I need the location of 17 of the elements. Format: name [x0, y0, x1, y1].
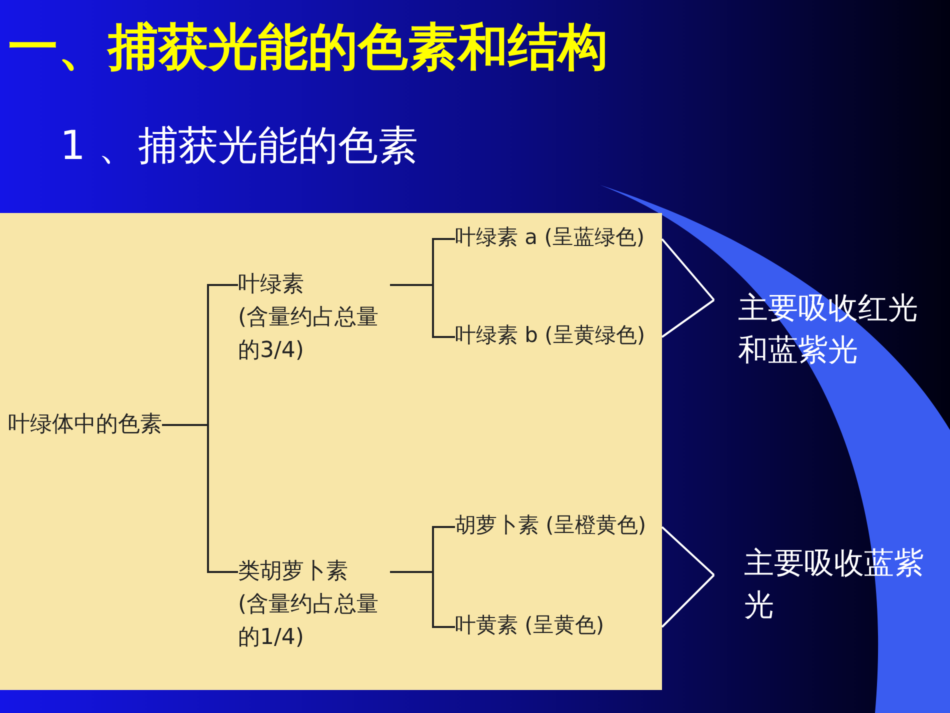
pigment-label: 叶绿素 b (呈黄绿色) [455, 322, 646, 349]
section-heading: 1 、捕获光能的色素 [60, 122, 418, 171]
pigment-label: 类胡萝卜素 [238, 558, 348, 586]
pigment-label: 叶绿素 [238, 271, 304, 299]
pigment-label: 叶绿体中的色素 [8, 411, 162, 439]
content-note: (含量约占总量的1/4) [238, 591, 380, 652]
pigment-label: 胡萝卜素 (呈橙黄色) [455, 512, 646, 539]
slide-title: 一、捕获光能的色素和结构 [8, 17, 608, 78]
tree-connector [390, 284, 455, 338]
pigment-label: 叶黄素 (呈黄色) [455, 612, 604, 639]
bracket-line [661, 574, 715, 628]
content-note: (含量约占总量的3/4) [238, 304, 380, 365]
bracket-line [661, 238, 715, 301]
pigment-label: 叶绿素 a (呈蓝绿色) [455, 224, 645, 251]
tree-connector [390, 571, 455, 628]
bracket-line [661, 526, 715, 576]
bracket-line [661, 299, 715, 338]
